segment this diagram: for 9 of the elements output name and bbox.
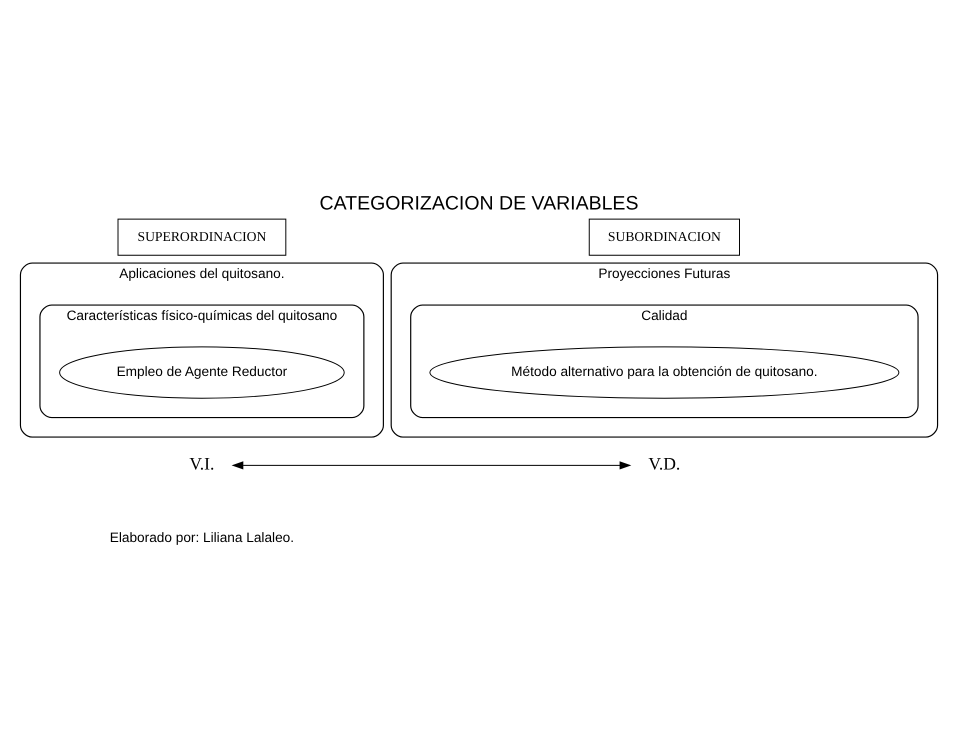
- node-box: SUBORDINACION: [588, 218, 740, 256]
- node-ellipse: Empleo de Agente Reductor: [59, 346, 345, 399]
- node-ellipse: Método alternativo para la obtención de quitosano.: [429, 346, 900, 399]
- caption: Elaborado por: Liliana Lalaleo.: [110, 530, 294, 546]
- node-text: V.D.: [648, 454, 680, 474]
- diagram-title: CATEGORIZACION DE VARIABLES: [320, 192, 638, 214]
- arrow: [232, 461, 632, 470]
- node-text: V.I.: [189, 454, 214, 474]
- node-box: SUPERORDINACION: [118, 218, 286, 256]
